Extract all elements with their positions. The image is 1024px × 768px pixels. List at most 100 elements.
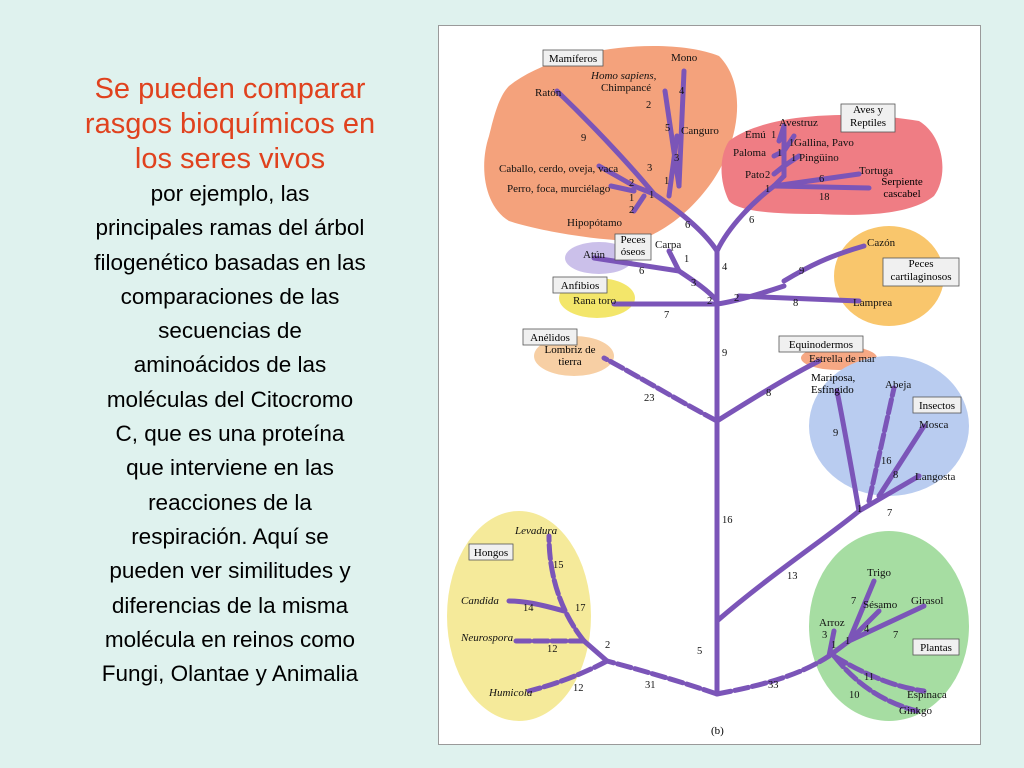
species-atun: Atún — [583, 249, 606, 261]
distance-label: 6 — [749, 215, 754, 226]
group-label-mammals: Mamíferos — [542, 49, 604, 67]
group-labels: Mamíferos Aves y Reptiles Peces óseos — [468, 49, 962, 656]
distance-label: 1 — [845, 636, 850, 647]
group-label-text: Aves y Reptiles — [849, 104, 887, 129]
branch-plant-node — [826, 638, 852, 659]
branch-mammal-base — [651, 191, 720, 254]
species-serpiente: Serpiente cascabel — [881, 176, 923, 200]
phylogenetic-tree-figure: Mamíferos Aves y Reptiles Peces óseos — [438, 25, 981, 745]
species-sesamo: Sésamo — [863, 599, 898, 611]
distance-label: 2 — [605, 640, 610, 651]
body-line: pueden ver similitudes y — [109, 558, 351, 584]
species-avestruz: Avestruz — [779, 117, 818, 129]
distance-label: 9 — [722, 348, 727, 359]
group-label-fungi: Hongos — [468, 543, 514, 561]
branch-mariposa — [834, 388, 862, 514]
distance-label: 1 — [789, 138, 794, 149]
distance-label: 9 — [833, 428, 838, 439]
distance-label: 2 — [765, 170, 770, 181]
species-mariposa: Mariposa, Esfíngido — [811, 372, 856, 396]
species-lombriz: Lombriz de tierra — [544, 344, 596, 368]
annelids-blob — [534, 336, 614, 376]
branch-paloma — [771, 148, 787, 159]
distance-label: 8 — [793, 298, 798, 309]
group-label-text: Anélidos — [530, 332, 570, 344]
species-abeja: Abeja — [885, 379, 911, 391]
body-line: C, que es una proteína — [115, 421, 345, 447]
species-mono: Mono — [671, 52, 698, 64]
species-tortuga: Tortuga — [859, 165, 893, 177]
distance-label: 7 — [893, 630, 898, 641]
distance-label: 3 — [691, 278, 696, 289]
species-homo: Homo sapiens, — [590, 70, 657, 82]
distance-label: 1 — [664, 176, 669, 187]
distance-label: 1 — [791, 153, 796, 164]
branch-espinaca — [831, 653, 927, 694]
body-line: comparaciones de las — [120, 283, 340, 309]
species-labels: Mono Homo sapiens, Chimpancé Ratón Cangu… — [460, 52, 955, 717]
species-perro: Perro, foca, murciélago — [507, 183, 611, 195]
branch-insect-node — [856, 473, 922, 514]
group-label-cartilaginous: Peces cartilaginosos — [882, 257, 960, 287]
group-label-text: Mamíferos — [549, 53, 597, 65]
title-line: Se pueden comparar — [94, 73, 366, 105]
branch-trigo — [846, 578, 877, 644]
branch-mosca — [876, 423, 927, 499]
distance-label: 1 — [771, 130, 776, 141]
distance-label: 10 — [849, 690, 860, 701]
distance-label: 1 — [831, 640, 836, 651]
group-label-amphibians: Anfibios — [552, 276, 608, 294]
distance-label: 5 — [697, 646, 702, 657]
species-carpa: Carpa — [655, 239, 681, 251]
distance-label: 18 — [819, 192, 830, 203]
branch-candida — [506, 598, 567, 614]
body-line: por ejemplo, las — [150, 181, 310, 206]
group-label-text: Anfibios — [561, 280, 600, 292]
branch-gallina — [781, 133, 797, 154]
distance-label: 8 — [766, 388, 771, 399]
group-label-text: Hongos — [474, 547, 508, 559]
group-label-echinoderms: Equinodermos — [778, 335, 864, 353]
figure-caption: (b) — [711, 725, 724, 737]
distance-label: 5 — [665, 123, 670, 134]
branch-hippo — [631, 193, 647, 214]
species-candida: Candida — [461, 595, 499, 607]
branch-levadura — [546, 533, 587, 644]
species-levadura: Levadura — [514, 525, 558, 537]
group-label-insects: Insectos — [912, 396, 962, 414]
distance-label: 9 — [581, 133, 586, 144]
branch-fungi-stem — [604, 658, 720, 697]
distance-labels: 4 2 9 5 3 3 2 1 2 1 1 6 1 1 1 1 2 1 6 18 — [523, 86, 898, 701]
branch-arroz — [826, 628, 837, 659]
tree-branches — [506, 68, 927, 714]
branch-plants-stem — [714, 653, 832, 697]
distance-label: 2 — [707, 296, 712, 307]
distance-label: 4 — [864, 624, 870, 635]
branch-birds-base — [714, 183, 777, 254]
group-label-birds-reptiles: Aves y Reptiles — [840, 103, 896, 133]
species-pinguino: Pingüino — [799, 152, 839, 164]
branch-carpa — [666, 248, 682, 274]
species-emu: Emú — [745, 129, 766, 141]
group-label-text: Plantas — [920, 642, 952, 654]
species-mosca: Mosca — [919, 419, 948, 431]
branch-estrella — [714, 358, 822, 424]
distance-label: 17 — [575, 603, 586, 614]
group-label-text: Equinodermos — [789, 339, 853, 351]
species-lamprea: Lamprea — [853, 297, 892, 309]
species-espinaca: Espinaca — [907, 689, 947, 701]
distance-label: 1 — [857, 504, 862, 515]
branch-pato — [771, 163, 787, 177]
species-girasol: Girasol — [911, 595, 943, 607]
distance-label: 7 — [887, 508, 892, 519]
branch-pinguino — [781, 153, 802, 169]
branch-cazon — [781, 243, 867, 284]
species-canguro: Canguro — [681, 125, 719, 137]
species-ginkgo: Ginkgo — [899, 705, 933, 717]
slide-body-text: por ejemplo, las principales ramas del á… — [30, 177, 430, 691]
distance-label: 1 — [777, 148, 782, 159]
branch-homo — [662, 88, 682, 189]
species-estrella: Estrella de mar — [809, 353, 876, 365]
body-line: moléculas del Citocromo — [106, 386, 354, 412]
body-line: filogenético basadas en las — [94, 249, 366, 275]
